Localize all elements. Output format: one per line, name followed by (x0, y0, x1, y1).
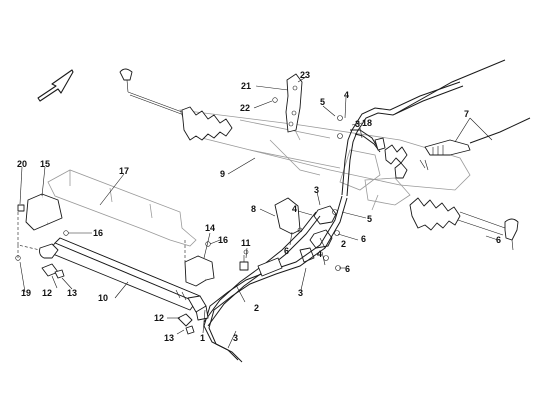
callout-12: 12 (42, 288, 52, 298)
feed-pipes-lower (195, 195, 348, 363)
hardware-11 (239, 255, 249, 271)
callout-2: 2 (254, 303, 259, 313)
callout-16: 16 (93, 228, 103, 238)
oil-cooler-10 (39, 237, 207, 313)
leader-lines (19, 76, 499, 349)
pipe-clamps-center (299, 115, 343, 271)
direction-arrow-icon (37, 69, 74, 102)
bracket-14 (184, 255, 215, 287)
callout-7: 7 (464, 109, 469, 119)
right-tie-rod (409, 197, 519, 251)
callout-2: 2 (341, 239, 346, 249)
callout-3: 3 (314, 185, 319, 195)
callout-12: 12 (154, 313, 164, 323)
callout-20: 20 (17, 159, 27, 169)
callout-9: 9 (220, 169, 225, 179)
hardware-12-13 (41, 263, 195, 335)
callout-8: 8 (251, 204, 256, 214)
callout-labels: 1 2 2 3 3 3 3 4 4 4 5 5 6 6 6 6 7 8 9 10… (17, 70, 501, 343)
callout-17: 17 (119, 166, 129, 176)
callout-6: 6 (345, 264, 350, 274)
left-tie-rod (119, 68, 233, 141)
callout-15: 15 (40, 159, 50, 169)
support-plate-17 (47, 169, 197, 247)
callout-3: 3 (298, 288, 303, 298)
fasteners (15, 97, 303, 261)
callout-4: 4 (317, 249, 322, 259)
callout-3: 3 (355, 119, 360, 129)
callout-13: 13 (67, 288, 77, 298)
callout-5: 5 (367, 214, 372, 224)
callout-23: 23 (300, 70, 310, 80)
callout-10: 10 (98, 293, 108, 303)
callout-16: 16 (218, 235, 228, 245)
rack-center-bellows (384, 144, 408, 179)
callout-6: 6 (496, 235, 501, 245)
pressure-pipes-upper (341, 81, 464, 197)
callout-6: 6 (361, 234, 366, 244)
callout-3: 3 (233, 333, 238, 343)
callout-4: 4 (344, 90, 349, 100)
bracket-15 (17, 193, 63, 231)
callout-11: 11 (241, 238, 251, 248)
callout-22: 22 (240, 103, 250, 113)
callout-14: 14 (205, 223, 215, 233)
mounting-bracket-23 (285, 73, 303, 133)
callout-13: 13 (164, 333, 174, 343)
bracket-8 (274, 197, 301, 235)
callout-6: 6 (284, 246, 289, 256)
callout-5: 5 (320, 97, 325, 107)
callout-4: 4 (292, 204, 297, 214)
return-line-7 (394, 59, 531, 171)
callout-21: 21 (241, 81, 251, 91)
callout-19: 19 (21, 288, 31, 298)
callout-18: 18 (362, 118, 372, 128)
callout-1: 1 (200, 333, 205, 343)
